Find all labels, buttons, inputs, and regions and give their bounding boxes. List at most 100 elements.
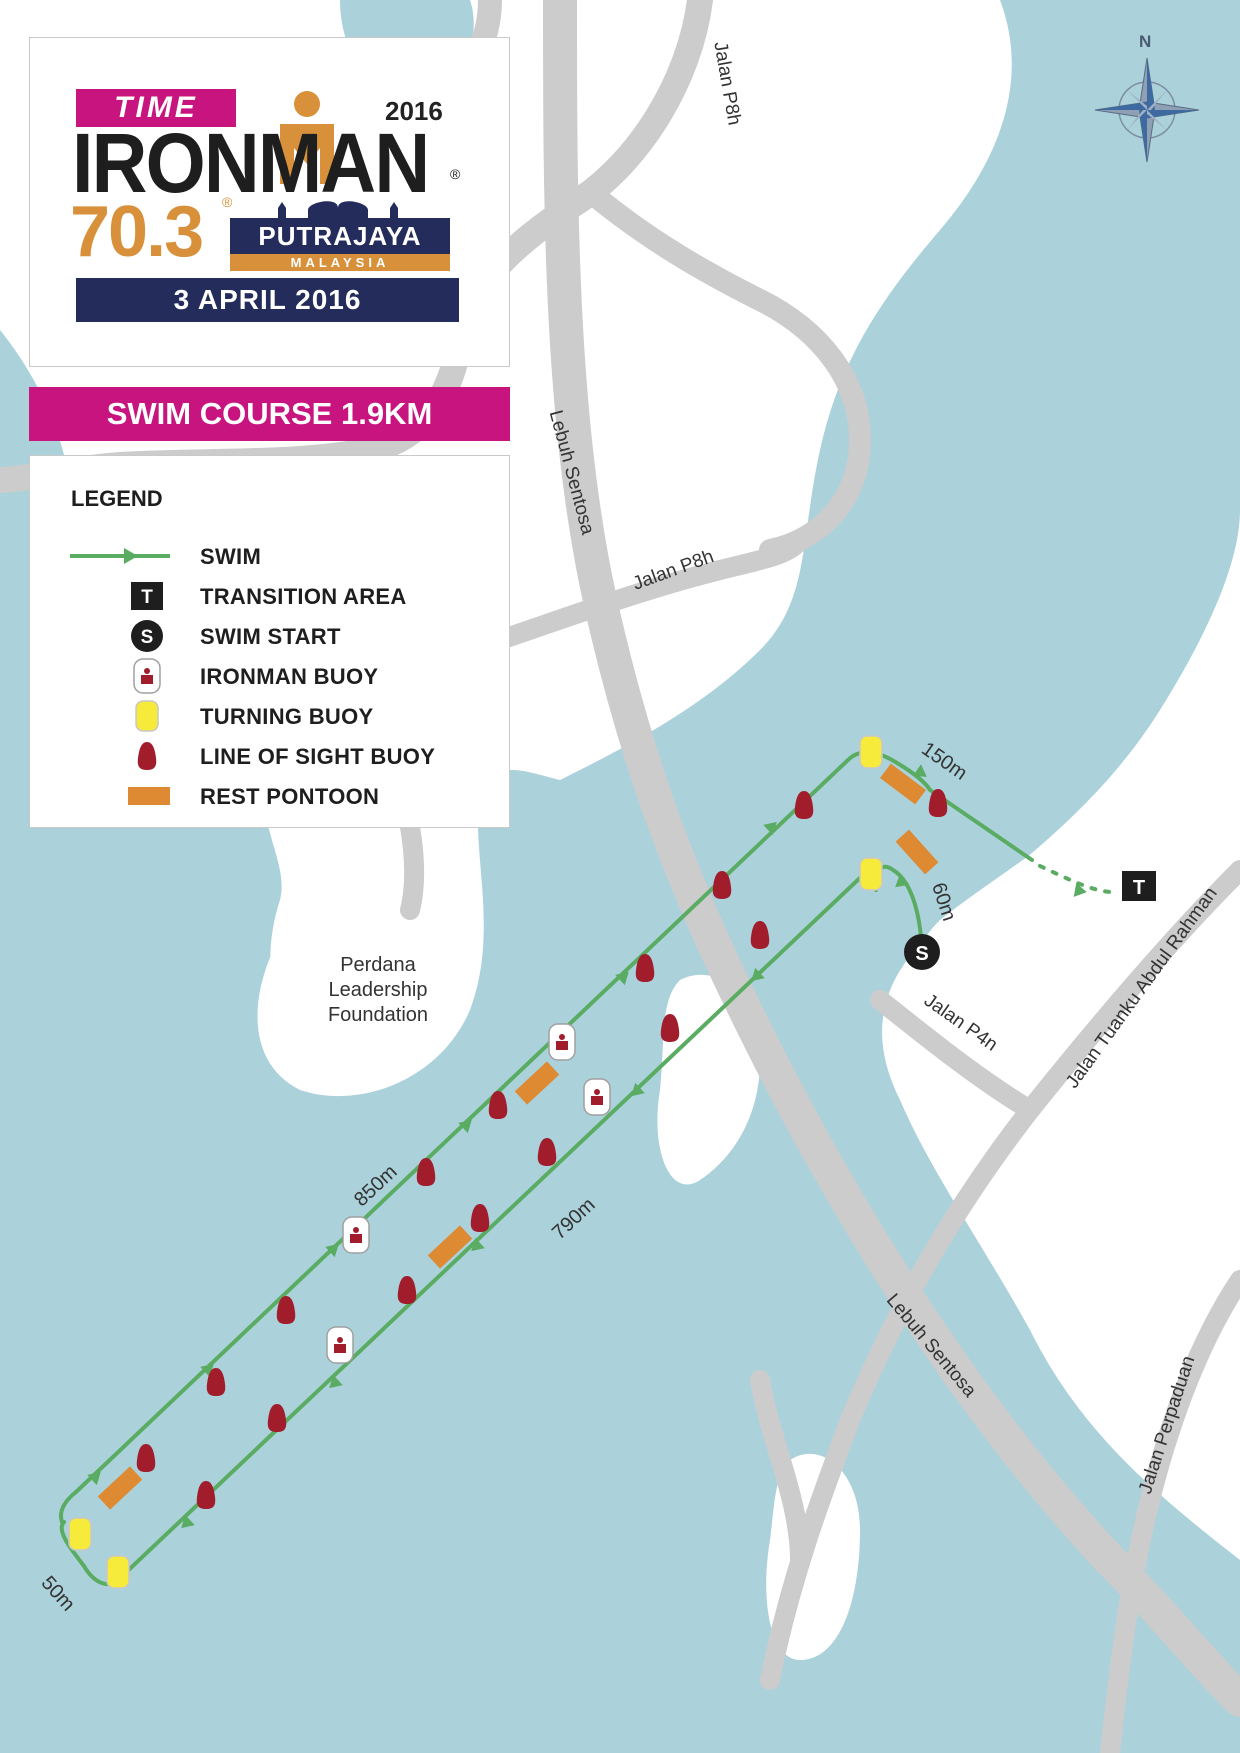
line-of-sight-buoy bbox=[794, 791, 814, 819]
place-label-line: Foundation bbox=[327, 1004, 429, 1026]
legend-item-transition: T TRANSITION AREA bbox=[30, 578, 510, 614]
jalan-p8h-loop-road bbox=[589, 189, 871, 561]
location-banner: PUTRAJAYA bbox=[230, 218, 450, 258]
event-logo-panel: TIME 2016 IRONMAN ® 70.3 ® PUTRAJAYA MAL… bbox=[29, 37, 510, 367]
compass-north-label: N bbox=[1139, 32, 1152, 51]
line-of-sight-buoy bbox=[635, 954, 655, 982]
line-of-sight-buoy bbox=[660, 1014, 680, 1042]
route-arrow bbox=[751, 967, 765, 982]
swim-start-letter: S bbox=[915, 943, 928, 965]
rest-pontoon bbox=[97, 1466, 143, 1510]
start-legend-letter: S bbox=[141, 627, 154, 648]
legend-label: IRONMAN BUOY bbox=[200, 664, 379, 689]
route-arrow bbox=[329, 1374, 343, 1389]
transition-legend-letter: T bbox=[141, 587, 153, 608]
ironman-buoy bbox=[548, 1023, 576, 1061]
transition-area-marker: T bbox=[1122, 871, 1156, 901]
rest-pontoon-icon bbox=[128, 787, 170, 805]
line-of-sight-buoy bbox=[206, 1368, 226, 1396]
swim-exit-dotted bbox=[1038, 864, 1112, 894]
event-year: 2016 bbox=[385, 96, 443, 126]
line-of-sight-buoy bbox=[196, 1481, 216, 1509]
legend-item-line-of-sight-buoy: LINE OF SIGHT BUOY bbox=[30, 738, 510, 774]
course-title: SWIM COURSE 1.9KM bbox=[29, 387, 510, 441]
rest-pontoon bbox=[895, 829, 939, 875]
ironman-buoys bbox=[326, 1023, 611, 1364]
turning-buoy-icon bbox=[135, 700, 159, 732]
route-arrow bbox=[615, 971, 629, 986]
line-of-sight-buoy bbox=[470, 1204, 490, 1232]
rest-pontoon bbox=[880, 763, 926, 805]
route-arrow bbox=[87, 1471, 101, 1486]
southern-link-road bbox=[750, 1370, 810, 1570]
southwest-shore bbox=[657, 974, 760, 1185]
line-of-sight-buoys bbox=[136, 789, 948, 1509]
ironman-buoy-icon bbox=[133, 658, 161, 694]
legend-label: SWIM bbox=[200, 544, 262, 569]
rest-pontoon bbox=[427, 1225, 473, 1269]
ironman-buoy bbox=[342, 1216, 370, 1254]
route-arrow bbox=[325, 1243, 339, 1258]
legend-panel: LEGEND SWIM T TRANSITION AREA S SWIM STA… bbox=[29, 455, 510, 828]
registered-mark: ® bbox=[450, 166, 461, 182]
mosque-icon bbox=[278, 201, 398, 220]
ironman-buoy bbox=[326, 1326, 354, 1364]
ironman-figure-icon bbox=[280, 91, 334, 184]
turning-buoy bbox=[106, 1555, 130, 1589]
turning-buoys bbox=[68, 735, 883, 1589]
turning-buoy bbox=[859, 857, 883, 891]
legend-title: LEGEND bbox=[71, 486, 163, 511]
compass-rose-icon bbox=[1094, 57, 1200, 163]
legend-label: LINE OF SIGHT BUOY bbox=[200, 744, 436, 769]
line-of-sight-buoy bbox=[276, 1296, 296, 1324]
line-of-sight-buoy bbox=[928, 789, 948, 817]
route-arrow bbox=[181, 1514, 195, 1529]
registered-mark-distance: ® bbox=[222, 194, 233, 210]
line-of-sight-buoy bbox=[537, 1138, 557, 1166]
route-arrow bbox=[471, 1237, 485, 1252]
jalan-p4n-road bbox=[870, 990, 1040, 1120]
sponsor-badge: TIME bbox=[76, 89, 236, 127]
transition-area-letter: T bbox=[1133, 877, 1145, 899]
turning-buoy bbox=[859, 735, 883, 769]
line-of-sight-buoy bbox=[136, 1444, 156, 1472]
swim-line-icon bbox=[70, 548, 170, 564]
route-arrow bbox=[458, 1119, 472, 1134]
turning-buoy bbox=[68, 1517, 92, 1551]
legend-item-rest-pontoon: REST PONTOON bbox=[30, 778, 510, 814]
place-label-line: Leadership bbox=[328, 979, 428, 1001]
legend-item-ironman-buoy: IRONMAN BUOY bbox=[30, 658, 510, 694]
transition-area-icon: T bbox=[131, 582, 163, 610]
legend-item-swim-start: S SWIM START bbox=[30, 618, 510, 654]
place-label-perdana: Perdana Leadership Foundation bbox=[308, 953, 448, 1028]
rest-pontoon bbox=[514, 1061, 560, 1105]
place-label-line: Perdana bbox=[340, 954, 416, 976]
line-of-sight-buoy bbox=[712, 871, 732, 899]
route-arrow bbox=[763, 821, 777, 836]
route-arrow bbox=[631, 1082, 645, 1097]
line-of-sight-buoy bbox=[267, 1404, 287, 1432]
jalan-p8h-branch-road bbox=[490, 530, 810, 650]
legend-label: TURNING BUOY bbox=[200, 704, 374, 729]
country-banner: MALAYSIA bbox=[230, 254, 450, 271]
swim-start-icon: S bbox=[131, 620, 163, 652]
legend-item-swim: SWIM bbox=[30, 538, 510, 574]
line-of-sight-buoy bbox=[488, 1091, 508, 1119]
route-arrow bbox=[912, 764, 927, 777]
route-arrow bbox=[1073, 883, 1087, 897]
rest-pontoons bbox=[97, 763, 939, 1510]
event-date: 3 APRIL 2016 bbox=[76, 278, 459, 322]
race-distance: 70.3 bbox=[70, 192, 204, 272]
legend-label: REST PONTOON bbox=[200, 784, 380, 809]
line-of-sight-buoy-icon bbox=[137, 742, 157, 770]
line-of-sight-buoy bbox=[416, 1158, 436, 1186]
line-of-sight-buoy bbox=[397, 1276, 417, 1304]
jalan-perpaduan-road bbox=[1100, 1270, 1240, 1753]
route-arrow bbox=[895, 874, 909, 888]
ironman-buoy bbox=[583, 1078, 611, 1116]
jalan-tuanku-road bbox=[760, 860, 1240, 1690]
line-of-sight-buoy bbox=[750, 921, 770, 949]
legend-label: SWIM START bbox=[200, 624, 341, 649]
swim-start-marker: S bbox=[904, 934, 940, 970]
